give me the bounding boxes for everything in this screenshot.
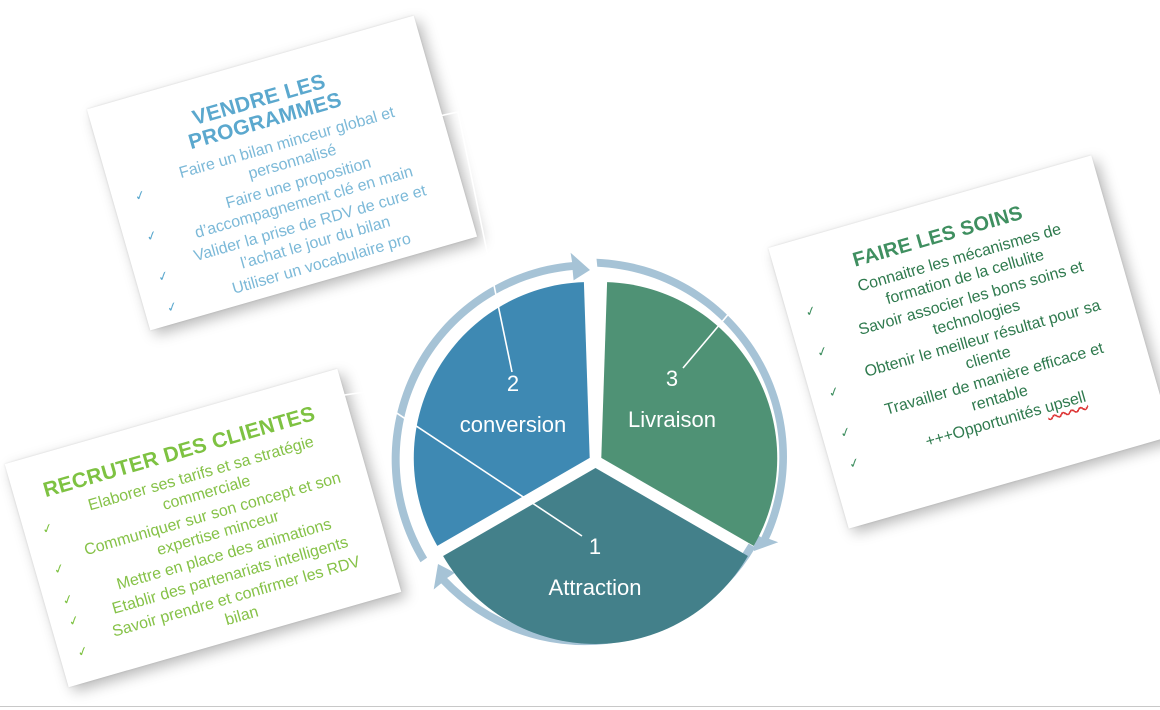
segment-label-conversion: conversion	[460, 412, 566, 437]
segment-conversion	[413, 282, 590, 546]
segment-number-3: 3	[666, 366, 678, 391]
connector-line-vendre	[429, 111, 513, 373]
segment-livraison	[601, 282, 778, 546]
segment-attraction	[443, 468, 748, 644]
divider	[0, 706, 1160, 707]
connector-line-soins	[682, 293, 767, 369]
segment-number-1: 1	[589, 534, 601, 559]
ring-arrow-right	[596, 258, 787, 551]
segment-number-2: 2	[507, 371, 519, 396]
ring-arrow-left	[391, 252, 590, 563]
connector-line-recruter	[337, 391, 583, 537]
segment-label-livraison: Livraison	[628, 407, 716, 432]
segment-label-attraction: Attraction	[549, 575, 642, 600]
